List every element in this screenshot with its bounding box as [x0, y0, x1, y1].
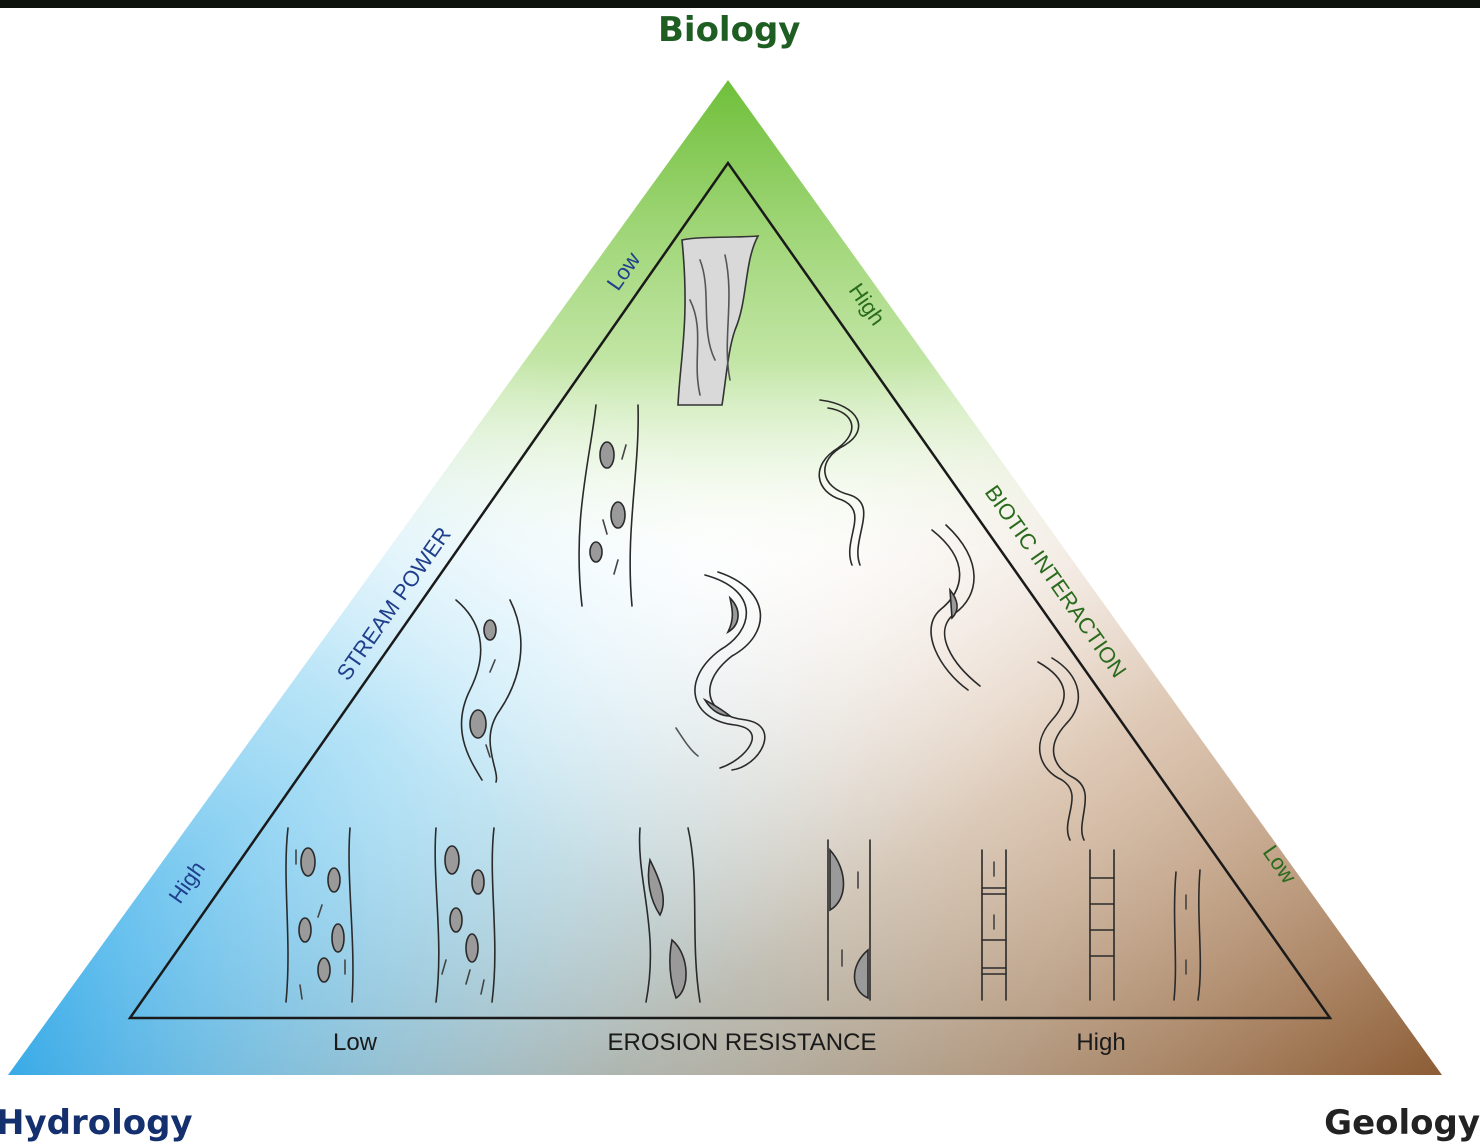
geology-corner-label: Geology	[1324, 1106, 1480, 1140]
gradient-triangle	[0, 80, 1480, 1080]
top-band	[0, 0, 1480, 8]
erosion-high-label: High	[1076, 1029, 1125, 1056]
hydrology-corner-label: Hydrology	[0, 1106, 193, 1140]
erosion-axis-label: EROSION RESISTANCE	[608, 1029, 877, 1056]
biology-corner-label: Biology	[658, 13, 800, 47]
erosion-low-label: Low	[333, 1029, 378, 1056]
